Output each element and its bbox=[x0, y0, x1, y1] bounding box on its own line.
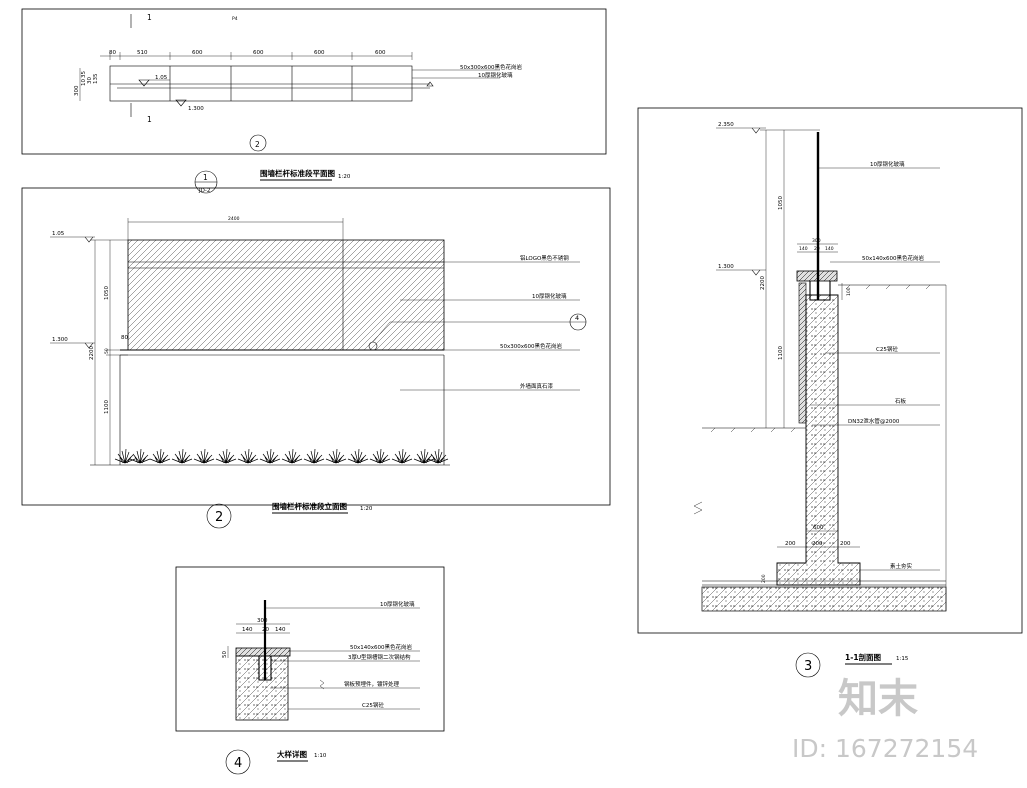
callout4-3: 3厚U型钢槽钢二次钢结构 bbox=[348, 653, 411, 661]
dim-50: 50 bbox=[104, 348, 110, 354]
callout-2: 10厚钢化玻璃 bbox=[478, 71, 513, 79]
dim-top-5: 600 bbox=[375, 50, 386, 56]
view-4-title: 大样详图 bbox=[277, 749, 307, 759]
view-1-index: 1 bbox=[203, 173, 208, 182]
side-dim-3: 30 bbox=[87, 77, 93, 84]
dim-2400: 2400 bbox=[228, 216, 240, 222]
grass-planting bbox=[114, 448, 449, 464]
detail-ref-4: 4 bbox=[575, 314, 579, 322]
detail-ref-2: 2 bbox=[255, 140, 260, 149]
view-2-frame bbox=[21, 187, 611, 506]
view-2-scale: 1:20 bbox=[360, 506, 373, 512]
callout3-4: 石板 bbox=[895, 397, 907, 405]
callout4-5: C25钢砼 bbox=[362, 701, 384, 709]
dim-top-1: 510 bbox=[137, 50, 148, 56]
dim3-bottom-0: 200 bbox=[785, 541, 796, 547]
callout4-2: 50x140x600黑色花岗岩 bbox=[350, 643, 413, 651]
dim4-140a: 140 bbox=[242, 627, 253, 633]
view-1-title: 围墙栏杆标准段平面图 bbox=[260, 168, 335, 178]
watermark-id: ID: 167272154 bbox=[792, 734, 978, 763]
elev3-1: 2.350 bbox=[718, 122, 734, 128]
dim3-bottom-2: 200 bbox=[840, 541, 851, 547]
callout2-3: 50x300x600黑色花岗岩 bbox=[500, 342, 563, 350]
view-4-frame bbox=[175, 566, 445, 732]
callout4-4: 钢板预埋件，镀锌处理 bbox=[344, 680, 400, 688]
callout2-1: 铝LOGO黑色不锈钢 bbox=[520, 254, 569, 262]
elev-1: 1.05 bbox=[155, 75, 168, 81]
dim4-140b: 140 bbox=[275, 627, 286, 633]
view-1-plan: 1 1 P4 80 510 600 600 600 600 300 10 35 … bbox=[21, 8, 607, 194]
view-3-index: 3 bbox=[804, 659, 812, 674]
elev2-1: 1.05 bbox=[52, 231, 65, 237]
view-4-scale: 1:10 bbox=[314, 753, 327, 759]
callout-1: 50x300x600黑色花岗岩 bbox=[460, 63, 523, 71]
dim-1050: 1050 bbox=[104, 286, 110, 300]
view-4-detail: 300 140 20 140 50 10厚钢化玻璃 50x140x600黑色花岗… bbox=[175, 566, 445, 775]
dim3-top-20: 20 bbox=[814, 246, 820, 252]
dim-80: 80 bbox=[121, 335, 128, 341]
callout3-3: C25钢砼 bbox=[876, 345, 898, 353]
dim-top-3: 600 bbox=[253, 50, 264, 56]
side-dim-0: 300 bbox=[74, 85, 80, 96]
callout4-1: 10厚钢化玻璃 bbox=[380, 600, 415, 608]
watermark-logo: 知末 bbox=[838, 676, 918, 722]
callout3-2: 50x140x600黑色花岗岩 bbox=[862, 254, 925, 262]
dim-2200: 2200 bbox=[89, 346, 95, 360]
dim-top-0: 80 bbox=[109, 50, 116, 56]
dim3-bottom-600: 600 bbox=[813, 525, 824, 531]
view-3-section: 1050 2200 1100 2.350 1.300 300 140 20 14… bbox=[637, 107, 1023, 678]
view-3-scale: 1:15 bbox=[896, 656, 909, 662]
callout2-2: 10厚钢化玻璃 bbox=[532, 292, 567, 300]
elev2-2: 1.300 bbox=[52, 337, 68, 343]
view-2-elevation: 2400 2200 1050 1100 50 80 1.05 1.300 铝LO… bbox=[21, 187, 611, 529]
view-2-title: 围墙栏杆标准段立面图 bbox=[272, 501, 347, 511]
dim3-top-140b: 140 bbox=[825, 246, 834, 252]
small-label: P4 bbox=[232, 16, 238, 22]
dim4-300: 300 bbox=[257, 618, 268, 624]
view-1-index-ref: JD-2 bbox=[198, 188, 210, 194]
side-dim-1: 10 bbox=[81, 79, 87, 86]
side-dim-4: 135 bbox=[93, 73, 99, 84]
elev-2: 1.300 bbox=[188, 106, 204, 112]
dim3-1050: 1050 bbox=[778, 196, 784, 210]
dim3-top-140a: 140 bbox=[799, 246, 808, 252]
callout3-6: 素土夯实 bbox=[890, 562, 913, 570]
view-4-index: 4 bbox=[234, 756, 242, 771]
view-3-title: 1-1剖面图 bbox=[845, 652, 882, 662]
dim-top-4: 600 bbox=[314, 50, 325, 56]
elev3-2: 1.300 bbox=[718, 264, 734, 270]
section-mark-bottom: 1 bbox=[147, 115, 152, 124]
view-1-scale: 1:20 bbox=[338, 174, 351, 180]
dim4-20: 20 bbox=[262, 627, 269, 633]
dim3-bottom-1: 200 bbox=[812, 541, 823, 547]
section-mark-top: 1 bbox=[147, 13, 152, 22]
dim3-misc-100: 100 bbox=[846, 287, 852, 296]
dim-1100: 1100 bbox=[104, 400, 110, 414]
side-dim-2: 35 bbox=[81, 71, 87, 78]
callout3-1: 10厚钢化玻璃 bbox=[870, 160, 905, 168]
view-1-frame bbox=[21, 8, 607, 155]
dim4-50: 50 bbox=[222, 651, 228, 658]
dim3-2200: 2200 bbox=[760, 276, 766, 290]
dim3-misc-200: 200 bbox=[761, 574, 767, 583]
dim3-top-300: 300 bbox=[812, 238, 821, 244]
dim3-1100: 1100 bbox=[778, 346, 784, 360]
callout2-4: 外墙面真石漆 bbox=[520, 382, 554, 390]
view-2-index: 2 bbox=[215, 510, 223, 525]
callout3-5: DN32泄水管@2000 bbox=[848, 417, 900, 425]
view-3-frame bbox=[637, 107, 1023, 634]
dim-top-2: 600 bbox=[192, 50, 203, 56]
